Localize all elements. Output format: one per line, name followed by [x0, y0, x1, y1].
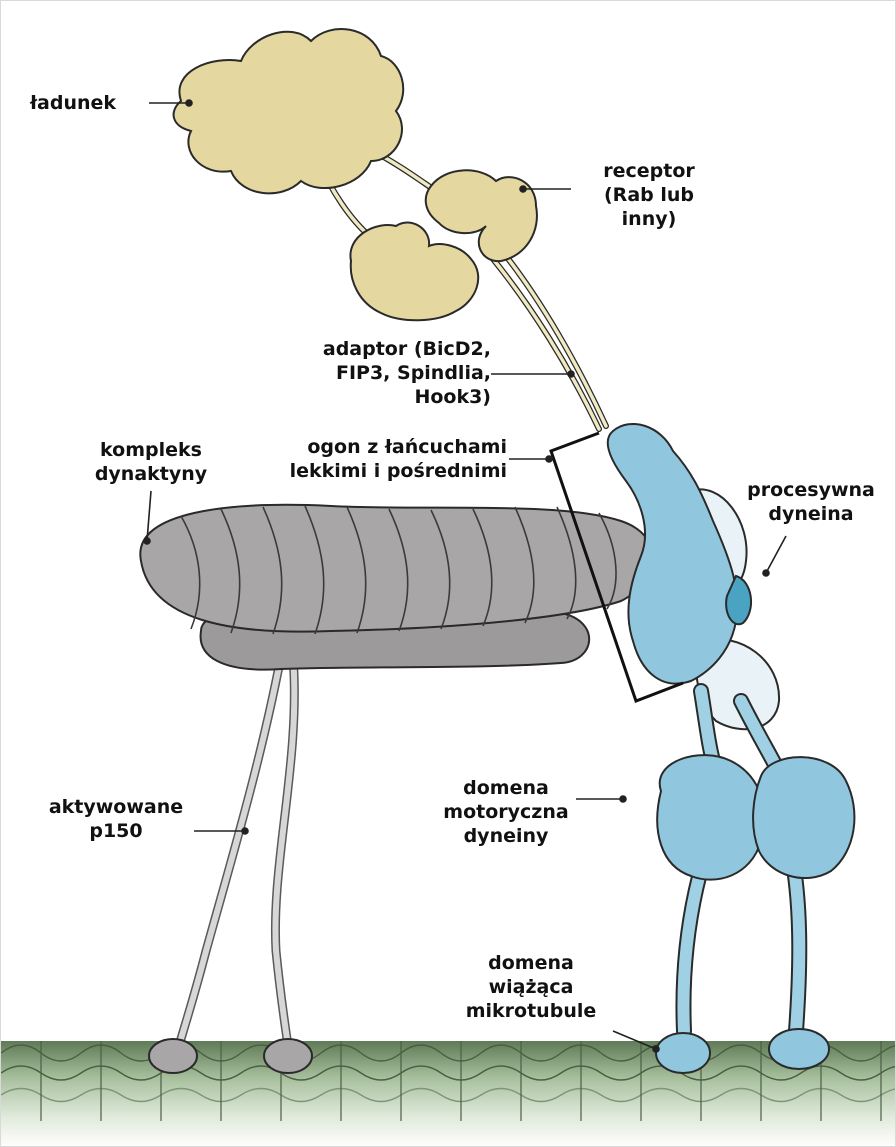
- dynactin-complex: [140, 505, 653, 670]
- receptor-label-line-3: inny): [574, 207, 724, 231]
- receptor-label: receptor (Rab lub inny): [574, 159, 724, 231]
- cargo-blob: [174, 29, 404, 193]
- p150-label-line-2: p150: [31, 819, 201, 843]
- dynein-label: procesywna dyneina: [731, 478, 891, 526]
- dynactin-label: kompleks dynaktyny: [51, 438, 251, 486]
- mtbd-label: domena wiążąca mikrotubule: [456, 951, 606, 1023]
- adaptor-label-line-2: FIP3, Spindlia,: [261, 361, 491, 385]
- dynein-label-line-2: dyneina: [731, 502, 891, 526]
- adaptor-label: adaptor (BicD2, FIP3, Spindlia, Hook3): [261, 337, 491, 409]
- p150-label-line-1: aktywowane: [31, 795, 201, 819]
- receptor-label-line-1: receptor: [574, 159, 724, 183]
- tail-label: ogon z łańcuchami lekkimi i pośrednimi: [229, 435, 507, 483]
- p150-label: aktywowane p150: [31, 795, 201, 843]
- motor-label-line-1: domena: [421, 776, 591, 800]
- dynactin-label-line-2: dynaktyny: [51, 462, 251, 486]
- cargo-label-text: ładunek: [30, 92, 116, 114]
- tail-label-line-2: lekkimi i pośrednimi: [229, 459, 507, 483]
- microtubule: [1, 1041, 896, 1147]
- mtbd-label-line-1: domena: [456, 951, 606, 975]
- mtbd-label-line-3: mikrotubule: [456, 999, 606, 1023]
- motor-label: domena motoryczna dyneiny: [421, 776, 591, 848]
- receptor-label-line-2: (Rab lub: [574, 183, 724, 207]
- receptor-blobs: [350, 170, 537, 320]
- motor-label-line-2: motoryczna: [421, 800, 591, 824]
- mtbd-label-line-2: wiążąca: [456, 975, 606, 999]
- motor-label-line-3: dyneiny: [421, 824, 591, 848]
- cargo-label: ładunek: [30, 91, 116, 115]
- tail-label-line-1: ogon z łańcuchami: [229, 435, 507, 459]
- adaptor-label-line-3: Hook3): [261, 385, 491, 409]
- dynein-label-line-1: procesywna: [731, 478, 891, 502]
- adaptor-label-line-1: adaptor (BicD2,: [261, 337, 491, 361]
- dynactin-label-line-1: kompleks: [51, 438, 251, 462]
- dynein-motor-domains: [657, 755, 854, 880]
